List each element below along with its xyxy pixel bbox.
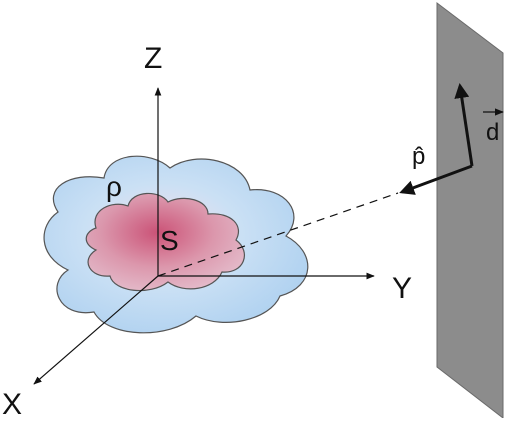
inner-cloud-region: [85, 192, 245, 292]
z-axis-label: Z: [144, 42, 162, 75]
line-of-sight: [157, 192, 399, 277]
rho-label: ρ: [106, 171, 122, 202]
p-hat-label: p̂: [412, 143, 425, 170]
s-label: S: [160, 225, 179, 256]
x-axis: [33, 275, 159, 385]
detector-plane: [436, 1, 504, 420]
y-axis-label: Y: [392, 272, 412, 305]
d-vector-label: d: [486, 119, 499, 146]
x-axis-label: X: [2, 388, 22, 418]
d-vector: [454, 83, 474, 167]
p-hat-vector: [399, 164, 473, 195]
